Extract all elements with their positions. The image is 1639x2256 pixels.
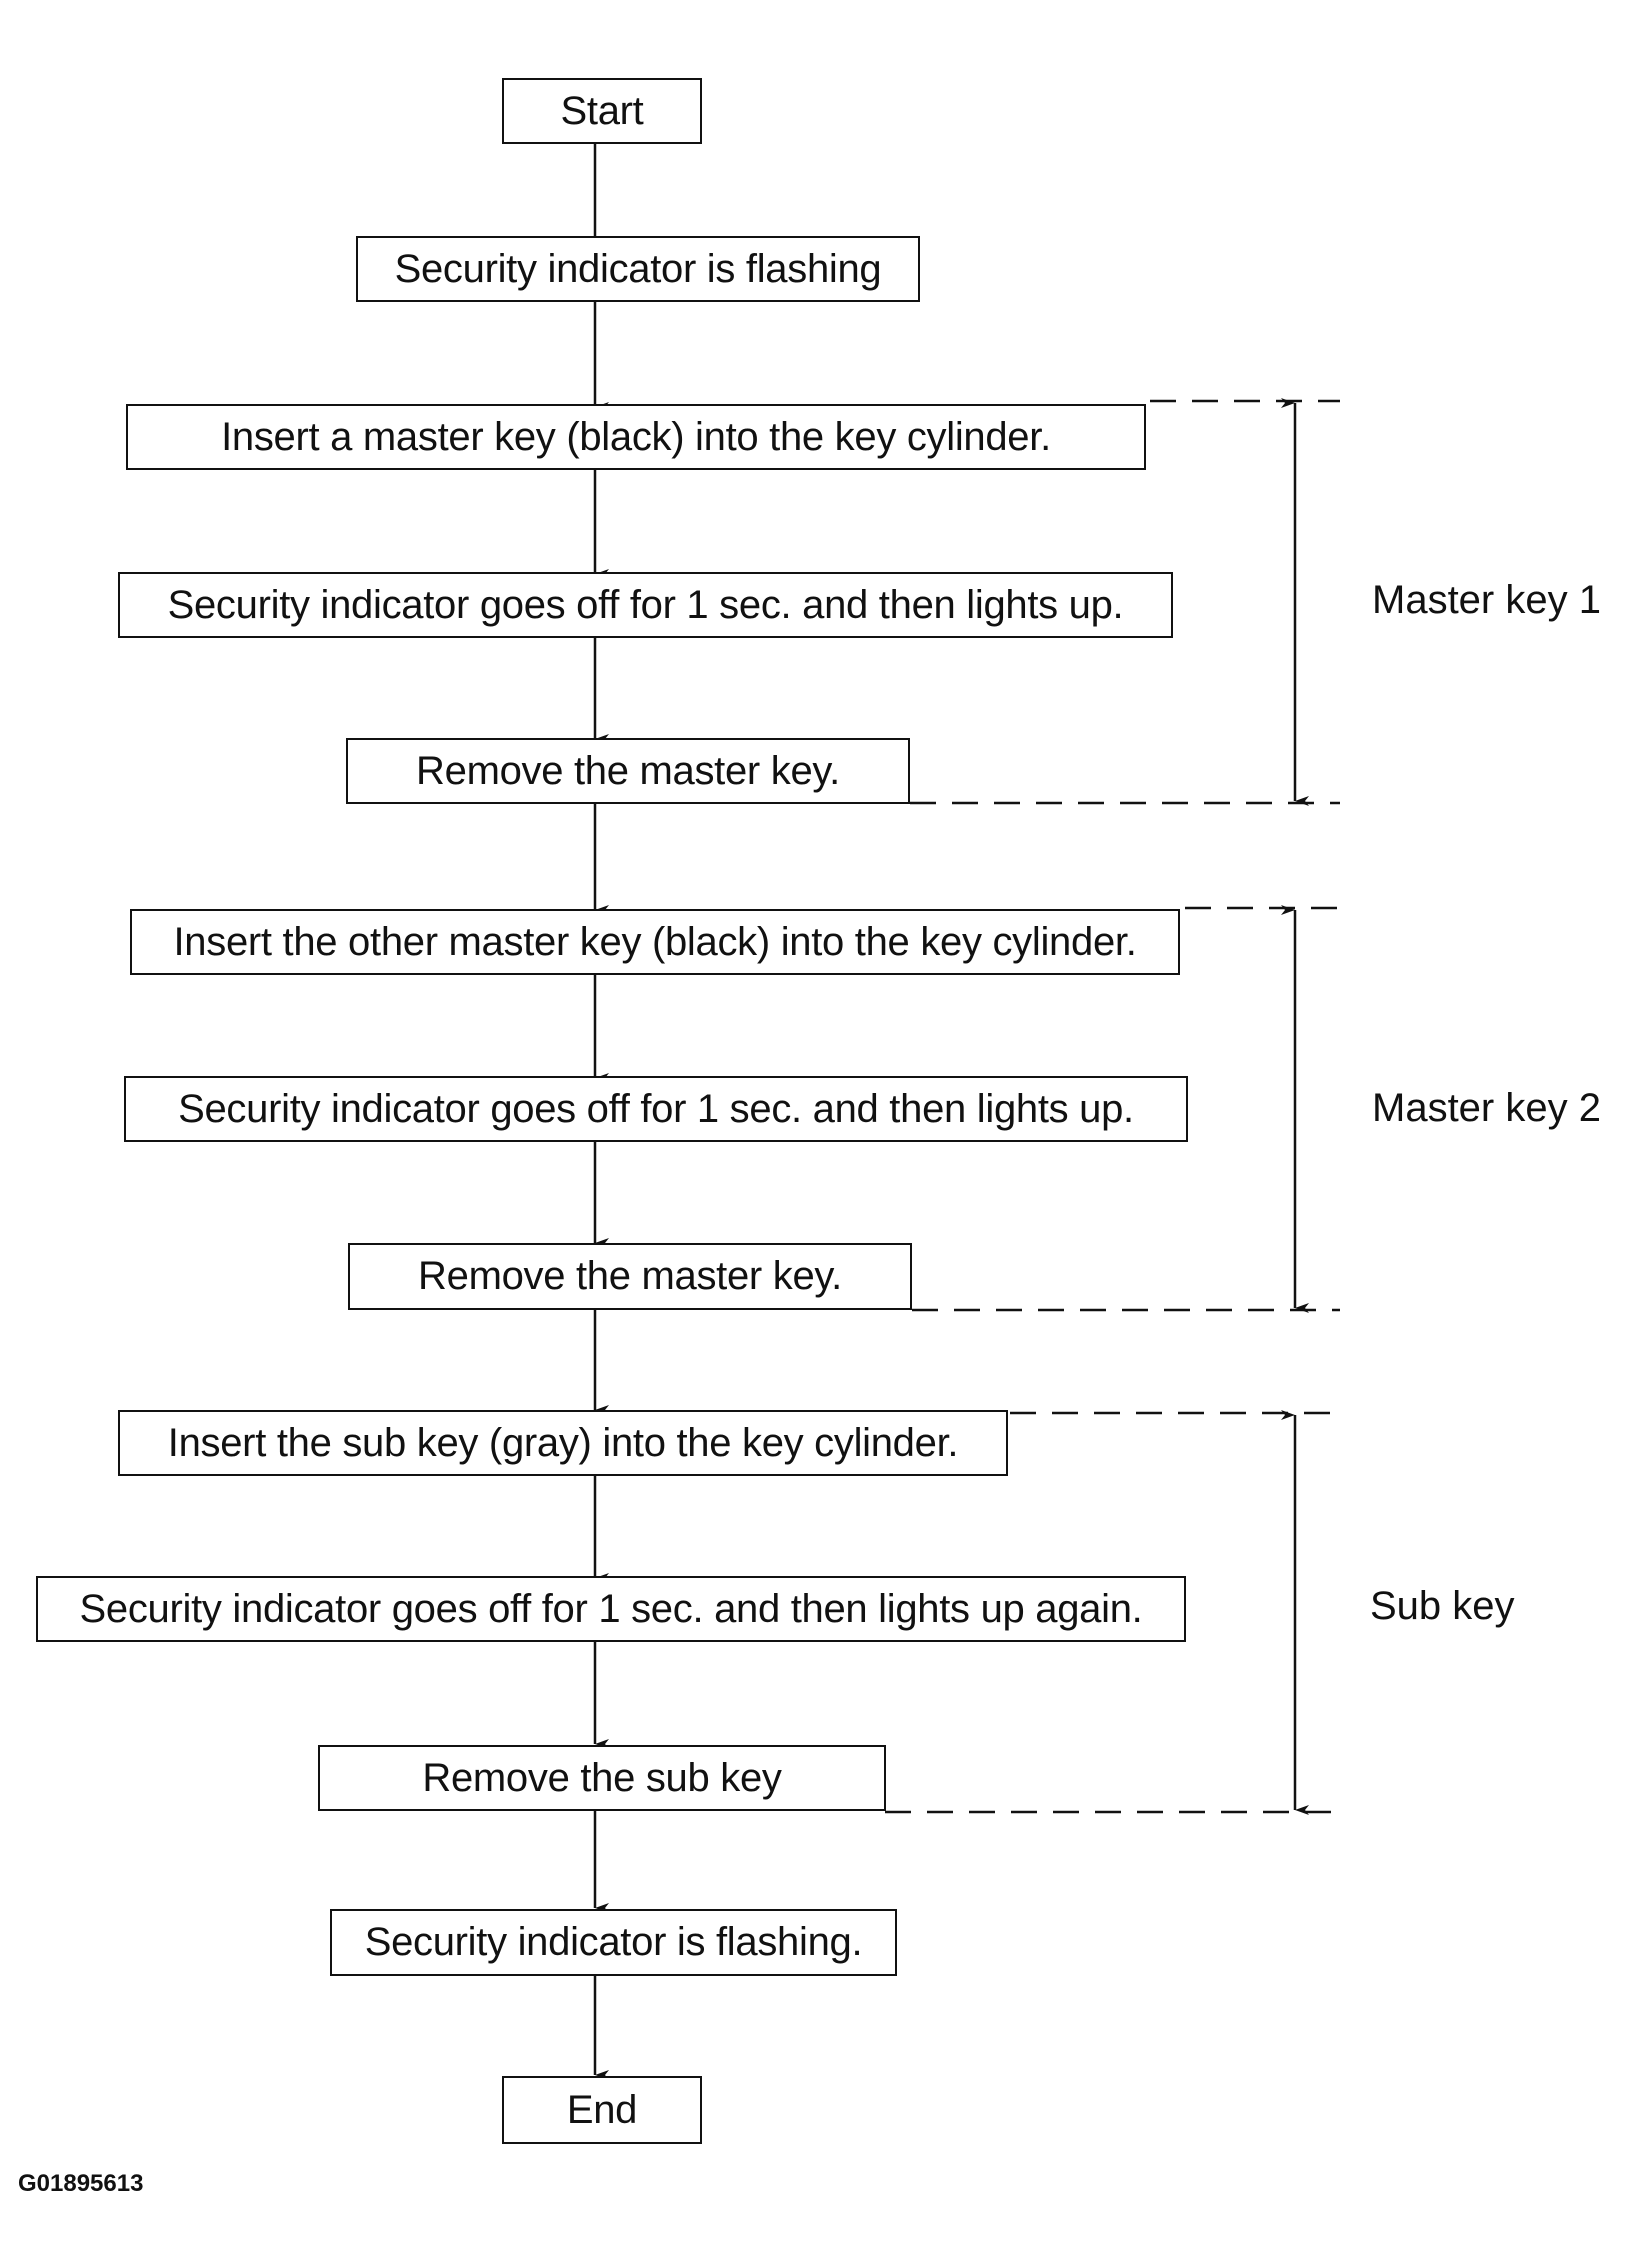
end-box: End bbox=[502, 2076, 702, 2144]
insert-master-key-1-box: Insert a master key (black) into the key… bbox=[126, 404, 1146, 470]
lights-up-box-1: Security indicator goes off for 1 sec. a… bbox=[118, 572, 1173, 638]
insert-master-key-2-box: Insert the other master key (black) into… bbox=[130, 909, 1180, 975]
start-box: Start bbox=[502, 78, 702, 144]
remove-master-key-1-box: Remove the master key. bbox=[346, 738, 910, 804]
lights-up-box-2: Security indicator goes off for 1 sec. a… bbox=[124, 1076, 1188, 1142]
remove-sub-key-box: Remove the sub key bbox=[318, 1745, 886, 1811]
group-label-master-key-1: Master key 1 bbox=[1372, 578, 1601, 622]
group-label-sub-key: Sub key bbox=[1370, 1584, 1515, 1628]
remove-master-key-2-box: Remove the master key. bbox=[348, 1243, 912, 1310]
lights-up-sub-key-box: Security indicator goes off for 1 sec. a… bbox=[36, 1576, 1186, 1642]
flashing-box-2: Security indicator is flashing. bbox=[330, 1909, 897, 1976]
flashing-box-1: Security indicator is flashing bbox=[356, 236, 920, 302]
insert-sub-key-box: Insert the sub key (gray) into the key c… bbox=[118, 1410, 1008, 1476]
group-label-master-key-2: Master key 2 bbox=[1372, 1086, 1601, 1130]
figure-code: G01895613 bbox=[18, 2170, 144, 2197]
